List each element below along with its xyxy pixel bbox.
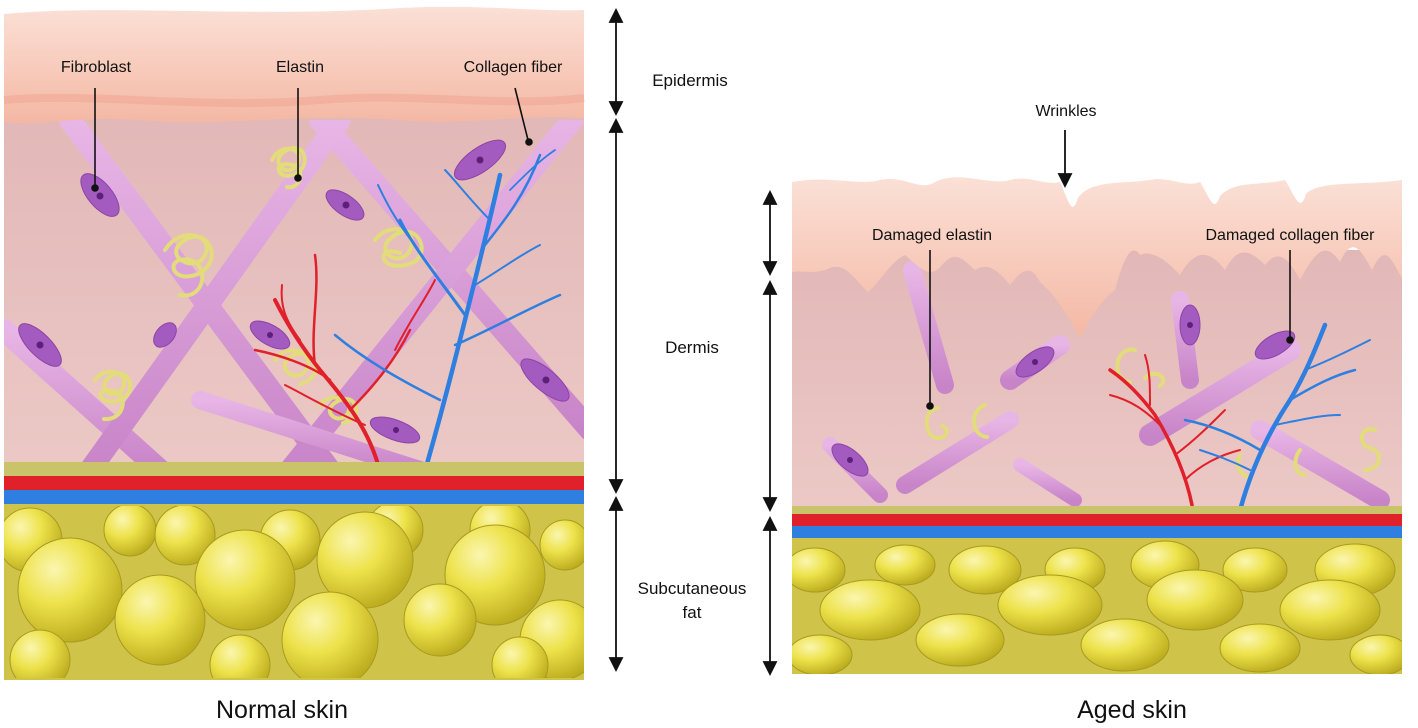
aged-veins [1183, 322, 1371, 521]
label-fat: fat [683, 603, 702, 622]
label-subcutaneous: Subcutaneous [638, 579, 747, 598]
label-wrinkles: Wrinkles [1035, 103, 1096, 120]
aged-artery-band [792, 514, 1402, 526]
normal-collagen-fibers [4, 120, 584, 476]
label-damaged-elastin: Damaged elastin [872, 227, 992, 244]
label-damaged-collagen-fiber: Damaged collagen fiber [1206, 227, 1376, 244]
label-fibroblast: Fibroblast [61, 59, 132, 76]
normal-arteries [253, 253, 436, 474]
label-epidermis: Epidermis [652, 71, 728, 90]
aged-fat-cells [792, 540, 1402, 674]
normal-veins [333, 149, 562, 491]
aged-arteries [1108, 354, 1241, 507]
normal-artery-band [4, 476, 584, 490]
aged-skin-panel: Wrinkles Damaged elastin Damaged collage… [792, 103, 1402, 724]
normal-epidermis [4, 6, 584, 123]
aged-basal-band [792, 506, 1402, 514]
caption-normal-skin: Normal skin [216, 696, 348, 724]
layer-arrows [608, 7, 778, 677]
aged-epidermis [792, 177, 1402, 338]
normal-vein-band [4, 490, 584, 504]
normal-basal-band [4, 462, 584, 476]
normal-skin-panel: Fibroblast Elastin Collagen fiber Normal… [3, 6, 585, 724]
label-elastin: Elastin [276, 59, 324, 76]
label-dermis: Dermis [665, 338, 719, 357]
caption-aged-skin: Aged skin [1077, 696, 1187, 724]
aged-elastin-fragments [924, 347, 1381, 479]
normal-fat-cells [4, 506, 584, 678]
label-collagen-fiber: Collagen fiber [464, 59, 563, 76]
aged-vein-band [792, 526, 1402, 538]
